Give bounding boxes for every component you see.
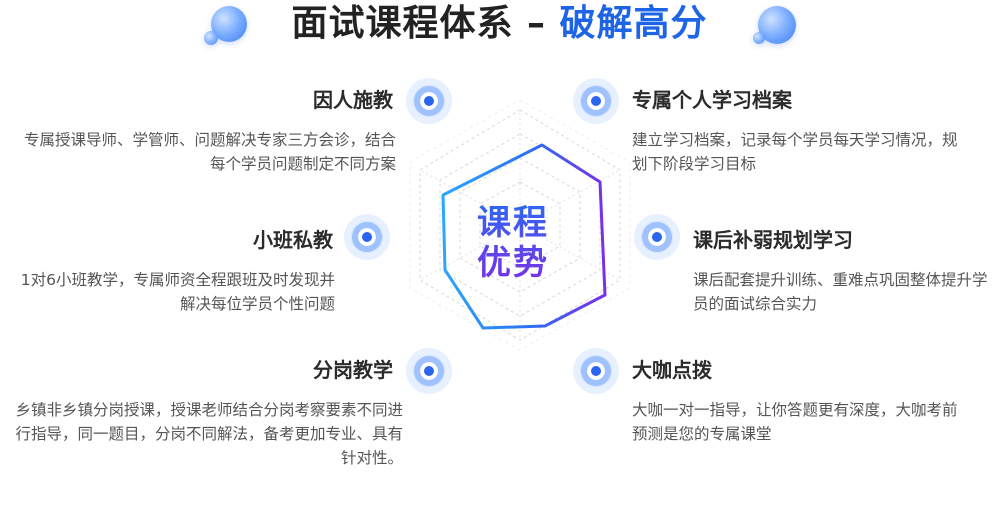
title-separator: – <box>527 3 546 44</box>
title-part-1: 面试课程体系 <box>291 3 514 44</box>
feature-title: 课后补弱规划学习 <box>693 228 853 252</box>
radar-shape <box>441 143 607 330</box>
target-dot-icon <box>344 214 390 260</box>
radar-grid <box>419 109 621 341</box>
feature-title: 大咖点拨 <box>632 358 712 382</box>
decorative-ball-small-icon <box>204 31 218 45</box>
title-part-2: 破解高分 <box>559 3 708 44</box>
center-label-line-2: 优势 <box>477 243 549 283</box>
radar-ring-3 <box>459 157 581 293</box>
feature-description: 1对6小班教学，专属师资全程跟班及时发现并解决每位学员个性问题 <box>20 271 335 313</box>
feature-title: 因人施教 <box>313 88 393 112</box>
radar-ring-4 <box>479 181 561 269</box>
feature-title: 专属个人学习档案 <box>632 88 792 112</box>
target-dot-icon <box>573 78 619 124</box>
center-label: 课程 优势 <box>467 203 559 283</box>
radar-ring-2 <box>439 133 601 317</box>
feature-description: 专属授课导师、学管师、问题解决专家三方会诊，结合每个学员问题制定不同方案 <box>23 131 396 173</box>
target-dot-icon <box>406 348 452 394</box>
target-dot-icon <box>406 78 452 124</box>
feature-description: 建立学习档案，记录每个学员每天学习情况，规划下阶段学习目标 <box>632 131 958 173</box>
radar-spoke <box>419 169 521 226</box>
header: 面试课程体系 – 破解高分 <box>0 0 999 56</box>
feature-description: 课后配套提升训练、重难点巩固整体提升学员的面试综合实力 <box>693 271 988 313</box>
feature-description: 大咖一对一指导，让你答题更有深度，大咖考前预测是您的专属课堂 <box>632 401 958 443</box>
decorative-ball-right-small-icon <box>753 32 765 44</box>
radar-ring-1 <box>419 109 621 341</box>
target-dot-icon <box>634 214 680 260</box>
feature-title: 分岗教学 <box>313 358 393 382</box>
feature-title: 小班私教 <box>253 228 333 252</box>
radar-outer-guide <box>409 100 631 350</box>
center-label-line-1: 课程 <box>477 203 549 243</box>
feature-description: 乡镇非乡镇分岗授课，授课老师结合分岗考察要素不同进行指导，同一题目，分岗不同解法… <box>15 401 403 467</box>
center-radar-chart <box>409 100 631 350</box>
radar-spoke <box>419 224 521 281</box>
target-dot-icon <box>573 348 619 394</box>
radar-spoke <box>519 169 621 226</box>
page-title: 面试课程体系 – 破解高分 <box>0 0 999 48</box>
